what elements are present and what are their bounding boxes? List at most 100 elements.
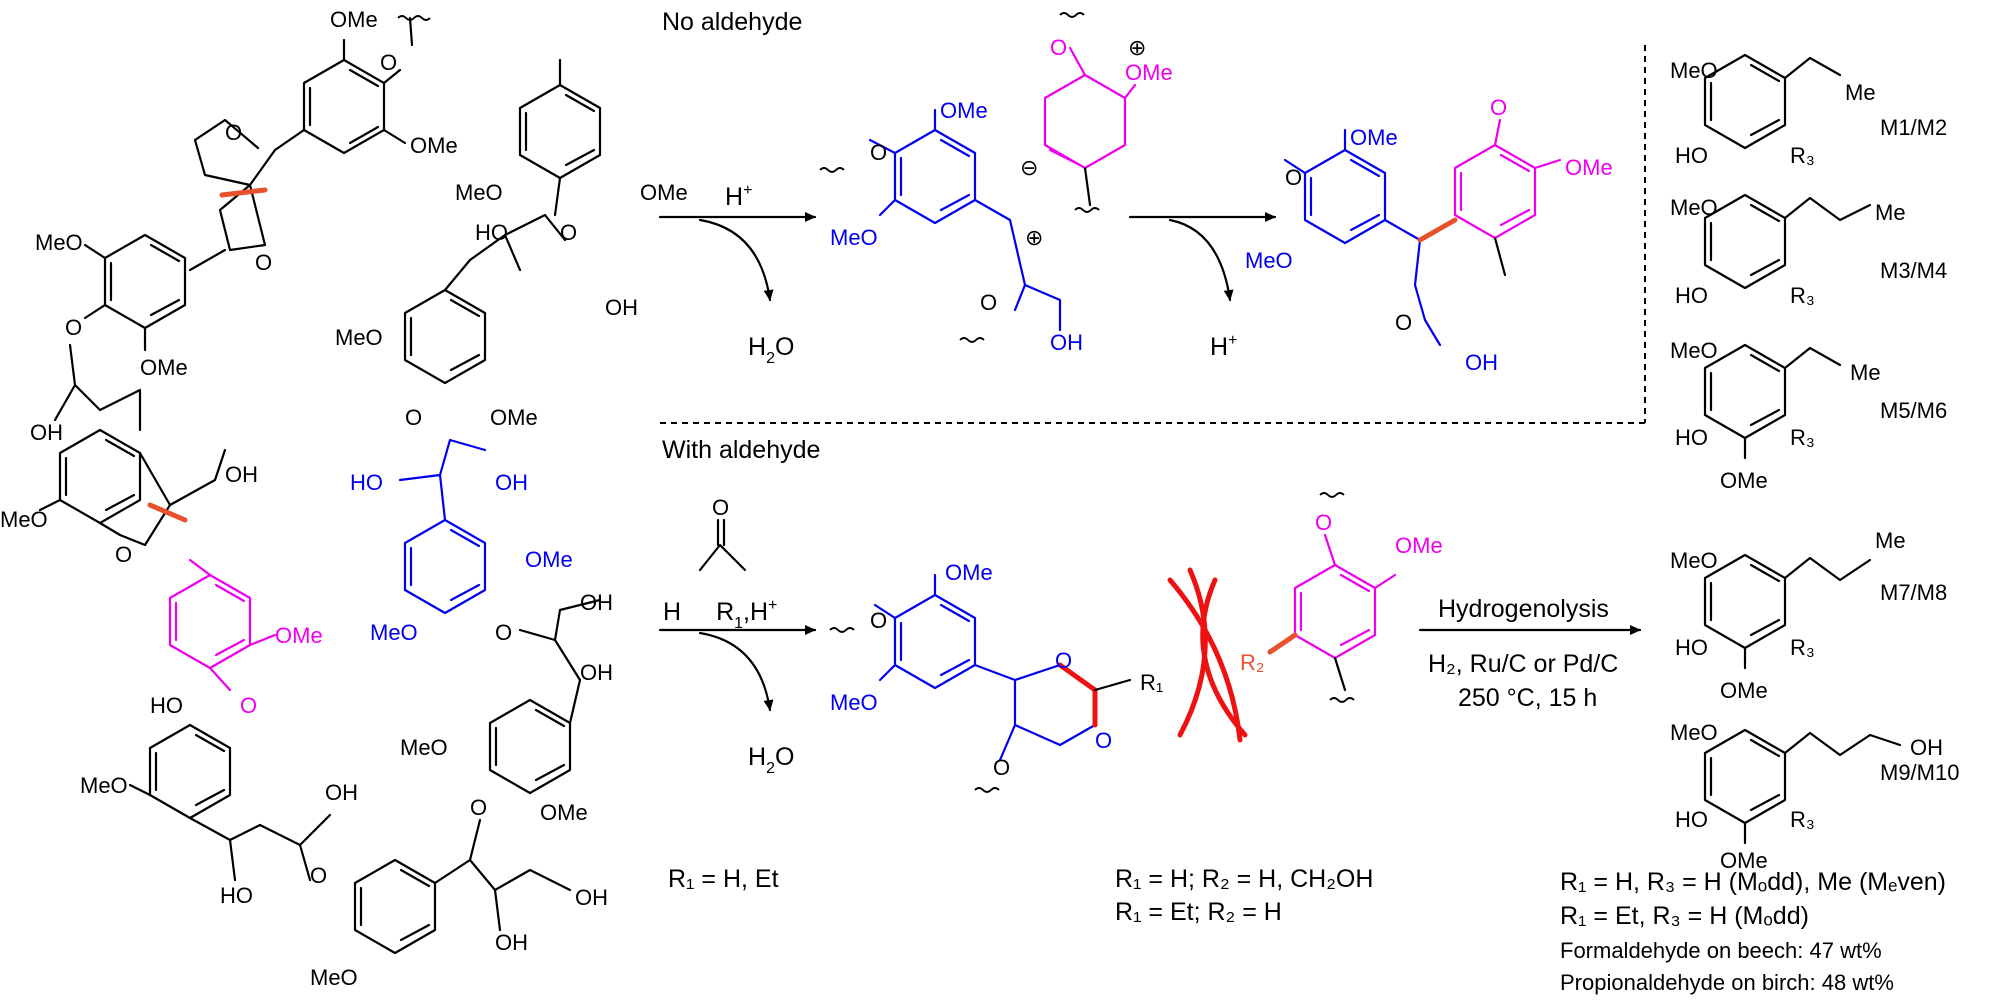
label-r1-dx: R₁ [1140, 670, 1163, 695]
m7-id: M7/M8 [1880, 580, 1947, 605]
m7-ho: HO [1675, 635, 1708, 660]
m3-chain: Me [1875, 200, 1906, 225]
label-ome-r1: OMe [640, 180, 688, 205]
m7-ome: OMe [1720, 678, 1768, 703]
label-ome-prod-mag: OMe [1565, 155, 1613, 180]
label-o-l1: O [65, 315, 82, 340]
label-ome-guaia: OMe [1395, 533, 1443, 558]
label-o-r2: O [405, 405, 422, 430]
m9-ome: OMe [1720, 848, 1768, 873]
label-ho-r1: HO [475, 220, 508, 245]
r-definition-middle-2: R₁ = Et; R₂ = H [1115, 898, 1282, 926]
label-o-r1: O [560, 220, 577, 245]
top-pathway: No aldehyde H+ H2O OMe O MeO ⊕ O OH O OM… [658, 8, 1613, 375]
footer-line-4: Propionaldehyde on birch: 48 wt% [1560, 970, 1894, 995]
label-plus-qm: ⊕ [1128, 35, 1146, 60]
product-m7-m8: MeO HO Me R₃ OMe M7/M8 [1670, 528, 1947, 703]
label-o-prod2: O [1395, 310, 1412, 335]
product-m3-m4: MeO HO Me R₃ M3/M4 [1670, 193, 1947, 308]
m9-meo: MeO [1670, 720, 1718, 745]
m5-chain: Me [1850, 360, 1881, 385]
label-meo-l2: MeO [0, 507, 48, 532]
aldehyde-o: O [712, 495, 729, 520]
footer-line-3: Formaldehyde on beech: 47 wt% [1560, 938, 1882, 963]
label-o-r3: O [495, 620, 512, 645]
label-r2: R₂ [1240, 650, 1264, 675]
label-o-dx3: O [993, 755, 1010, 780]
reagent-acid: H+ [725, 182, 752, 211]
hydrogenolysis-title: Hydrogenolysis [1438, 595, 1609, 623]
m1-ho: HO [1675, 143, 1708, 168]
label-o-coumaran: O [115, 542, 132, 567]
label-oh-l2: OH [225, 462, 258, 487]
r-definition-middle-1: R₁ = H; R₂ = H, CH₂OH [1115, 865, 1373, 893]
curved-arrow-top-1 [698, 218, 774, 302]
curved-arrow-bottom-1 [698, 631, 774, 712]
label-meo-l1: MeO [35, 230, 83, 255]
label-o-top: O [380, 50, 397, 75]
label-ome-mag: OMe [275, 623, 323, 648]
label-o-cat2: O [980, 290, 997, 315]
product-water: H2O [748, 333, 794, 367]
m9-ho: HO [1675, 807, 1708, 832]
label-o-dx2: O [1095, 728, 1112, 753]
label-minus-qm: ⊖ [1020, 155, 1038, 180]
products-column: MeO HO Me R₃ M1/M2 MeO HO Me R₃ M3/M4 Me… [1560, 53, 1959, 995]
footer-line-1: R₁ = H, R₃ = H (Mₒdd), Me (Mₑven) [1560, 868, 1946, 896]
label-meo-cat: MeO [830, 225, 878, 250]
label-ome-l1: OMe [140, 355, 188, 380]
m5-ho: HO [1675, 425, 1708, 450]
label-oh-l1: OH [30, 420, 63, 445]
label-meo-prod: MeO [1245, 248, 1293, 273]
label-meo-r4: MeO [400, 735, 448, 760]
label-o-furan2: O [255, 250, 272, 275]
label-ome-cat: OMe [940, 98, 988, 123]
label-oh-r4: OH [580, 660, 613, 685]
product-proton: H+ [1210, 332, 1237, 361]
label-meo-r2: MeO [335, 325, 383, 350]
label-o-prod-mag: O [1490, 95, 1507, 120]
product-m9-m10: MeO HO OH R₃ OMe M9/M10 [1670, 720, 1959, 873]
label-oh-r1: OH [605, 295, 638, 320]
blocked-reaction-cross [1167, 567, 1248, 743]
label-ome-dx: OMe [945, 560, 993, 585]
m3-r3: R₃ [1790, 283, 1815, 308]
hydrogenolysis-conditions-1: H₂, Ru/C or Pd/C [1428, 650, 1618, 678]
label-meo-l4: MeO [310, 965, 358, 990]
label-ome-blue: OMe [525, 547, 573, 572]
label-o-dx1: O [1055, 648, 1072, 673]
label-ho-blue: HO [350, 470, 383, 495]
label-ome-top: OMe [330, 7, 378, 32]
label-ome-top2: OMe [410, 133, 458, 158]
label-o-guaia: O [1315, 510, 1332, 535]
r-definition-left: R₁ = H, Et [668, 865, 779, 893]
hydrogenolysis-conditions-2: 250 °C, 15 h [1458, 684, 1597, 712]
m9-id: M9/M10 [1880, 760, 1959, 785]
m7-chain: Me [1875, 528, 1906, 553]
footer-line-2: R₁ = Et, R₃ = H (Mₒdd) [1560, 902, 1809, 930]
label-o-furan1: O [225, 120, 242, 145]
m5-id: M5/M6 [1880, 398, 1947, 423]
label-meo-dx: MeO [830, 690, 878, 715]
m9-r3: R₃ [1790, 807, 1815, 832]
label-o-l4: O [310, 863, 327, 888]
label-o-dx: O [870, 608, 887, 633]
label-oh-blue: OH [495, 470, 528, 495]
label-ome-r4: OMe [540, 800, 588, 825]
m3-meo: MeO [1670, 195, 1718, 220]
label-meo-l3: MeO [80, 773, 128, 798]
m1-id: M1/M2 [1880, 115, 1947, 140]
m3-id: M3/M4 [1880, 258, 1947, 283]
bottom-section-title: With aldehyde [662, 436, 820, 464]
label-ome-prod: OMe [1350, 125, 1398, 150]
label-o-mag: O [240, 693, 257, 718]
label-oh-r3: OH [580, 590, 613, 615]
label-plus-cat: ⊕ [1025, 225, 1043, 250]
label-meo-r1: MeO [455, 180, 503, 205]
product-m1-m2: MeO HO Me R₃ M1/M2 [1670, 53, 1947, 168]
label-ome-qm: OMe [1125, 60, 1173, 85]
product-m5-m6: MeO HO Me R₃ OMe M5/M6 [1670, 338, 1947, 493]
top-section-title: No aldehyde [662, 8, 802, 36]
